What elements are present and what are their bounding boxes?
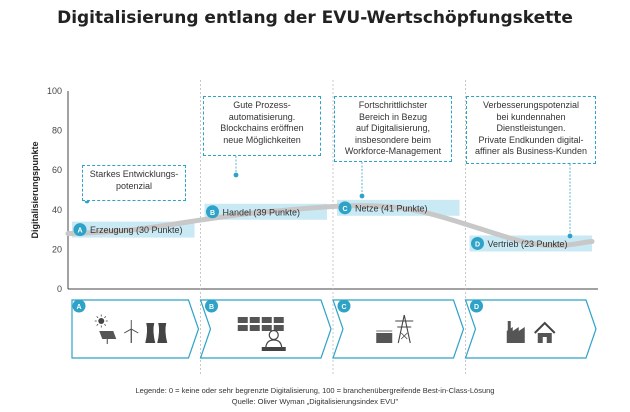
stage-badge-b	[206, 205, 219, 219]
substation-icon	[376, 330, 393, 343]
value-chain-chevron	[464, 299, 597, 359]
stage-badge-letter: C	[342, 206, 347, 213]
callout-anchor-dot	[359, 193, 365, 199]
legend-text: Legende: 0 = keine oder sehr begrenzte D…	[135, 386, 495, 395]
stage-callout-text: Starkes Entwicklungs- potenzial	[89, 169, 179, 191]
stage-value-label: Netze (41 Punkte)	[355, 203, 428, 213]
chain-badge-a	[72, 299, 86, 313]
factory-icon	[506, 321, 525, 343]
callout-anchor-dot	[233, 172, 239, 178]
chain-badge-letter: D	[474, 304, 479, 311]
y-tick-label: 60	[52, 165, 62, 175]
stage-icons	[237, 317, 286, 351]
stage-badge-letter: A	[77, 228, 82, 235]
page-title: Digitalisierung entlang der EVU-Wertschö…	[57, 8, 573, 28]
source-text: Quelle: Oliver Wyman „Digitalisierungsin…	[231, 397, 399, 406]
stage-callout: Starkes Entwicklungs- potenzial	[82, 165, 186, 201]
chain-badge-letter: B	[209, 304, 214, 311]
stage-value-label: Erzeugung (30 Punkte)	[90, 225, 183, 235]
stage-badge-letter: D	[475, 241, 480, 248]
value-chain-chevron	[71, 299, 200, 359]
y-tick-label: 0	[57, 284, 62, 294]
solar-panel-icon	[99, 331, 117, 344]
chain-badge-c	[337, 299, 351, 313]
stage-callout: Gute Prozess- automatisierung. Blockchai…	[203, 96, 321, 156]
chain-badge-letter: C	[341, 304, 346, 311]
stage-icons	[376, 314, 414, 344]
stage-badge-letter: B	[210, 210, 215, 217]
stage-callout: Fortschrittlichster Bereich in Bezug auf…	[334, 96, 452, 162]
wind-turbine-icon	[124, 320, 139, 343]
stage-badge-c	[338, 201, 352, 215]
chain-badge-letter: A	[76, 304, 81, 311]
chain-badge-b	[205, 299, 218, 313]
value-chain-chevron	[332, 299, 465, 359]
digitalization-curve	[65, 203, 595, 249]
stage-callout-text: Gute Prozess- automatisierung. Blockchai…	[220, 100, 304, 145]
y-tick-label: 20	[52, 244, 62, 254]
y-tick-label: 80	[52, 126, 62, 136]
trading-desk-icon	[237, 317, 284, 331]
stage-value-label: Vertrieb (23 Punkte)	[488, 239, 568, 249]
stage-value-label: Handel (39 Punkte)	[223, 207, 301, 217]
stage-callout-text: Verbesserungspotenzial bei kundennahen D…	[475, 100, 587, 156]
cooling-tower-icon	[145, 323, 168, 343]
trader-icon	[261, 329, 286, 351]
stage-badge-d	[471, 236, 484, 250]
callout-anchor-dot	[567, 233, 573, 239]
stage-badge-a	[73, 223, 87, 237]
house-icon	[534, 321, 556, 343]
y-tick-label: 40	[52, 205, 62, 215]
stage-icons	[94, 314, 168, 344]
transmission-tower-icon	[395, 314, 414, 344]
sun-icon	[94, 314, 108, 328]
stage-icons	[506, 321, 556, 343]
stage-callout: Verbesserungspotenzial bei kundennahen D…	[466, 96, 596, 164]
chain-badge-d	[470, 299, 483, 313]
stage-callout-text: Fortschrittlichster Bereich in Bezug auf…	[344, 100, 442, 156]
y-tick-label: 100	[47, 86, 62, 96]
y-axis-label: Digitalisierungspunkte	[30, 141, 40, 238]
